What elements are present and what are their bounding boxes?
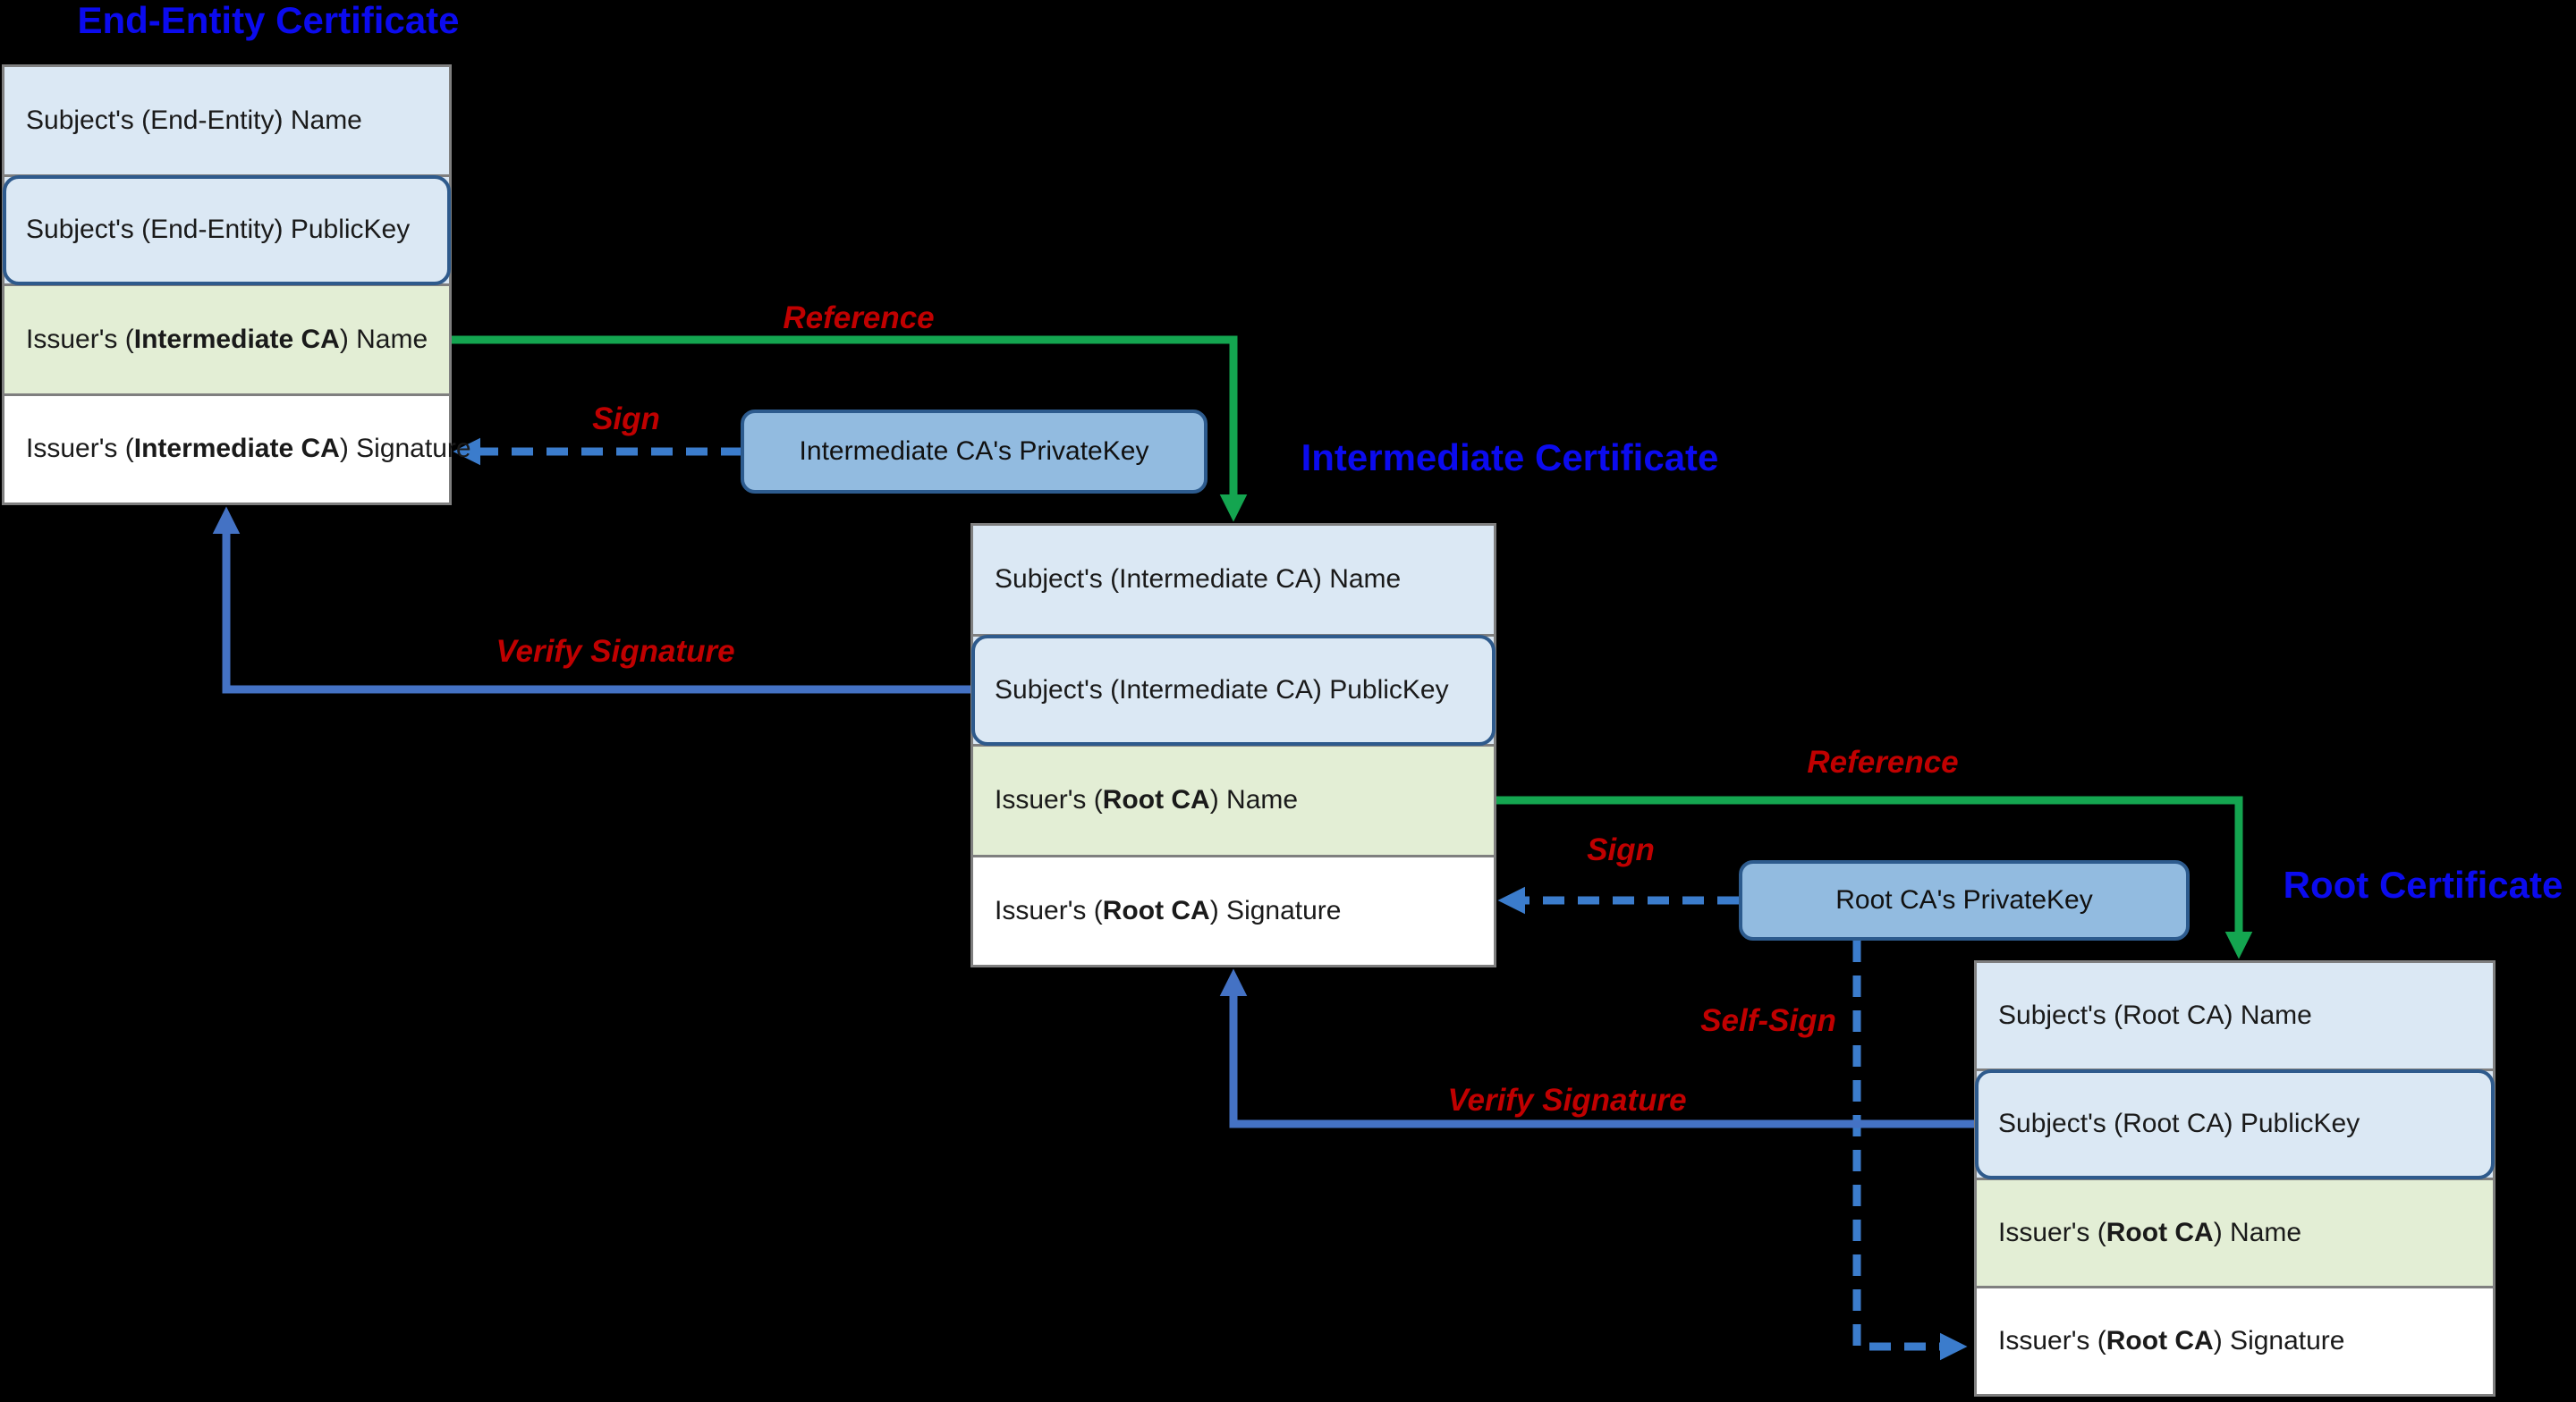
root-certificate-box: Subject's (Root CA) Name Subject's (Root… — [1974, 960, 2496, 1397]
verify-signature-label-1: Verify Signature — [496, 634, 735, 669]
row-text: ) Signature — [1209, 895, 1342, 925]
verify-signature-arrow-root-to-intermediate — [1219, 968, 1974, 1128]
row-text: ) Signature — [2213, 1325, 2345, 1356]
intermediate-subject-name-row: Subject's (Intermediate CA) Name — [973, 526, 1494, 637]
row-text: Subject's (Root CA) Name — [1998, 1001, 2312, 1031]
row-text: Issuer's ( — [995, 785, 1103, 815]
end-entity-certificate-title: End-Entity Certificate — [77, 0, 460, 41]
end-entity-subject-name-row: Subject's (End-Entity) Name — [4, 67, 449, 177]
row-text: Subject's (End-Entity) PublicKey — [26, 215, 411, 245]
root-subject-publickey-row: Subject's (Root CA) PublicKey — [1975, 1069, 2495, 1180]
row-text-bold: Root CA — [2106, 1325, 2214, 1356]
row-text: Issuer's ( — [1998, 1325, 2106, 1356]
reference-arrow-endentity-to-intermediate — [452, 335, 1248, 522]
intermediate-issuer-signature-row: Issuer's (Root CA) Signature — [973, 857, 1494, 965]
row-text-bold: Root CA — [2106, 1217, 2214, 1247]
row-text: Issuer's ( — [26, 324, 134, 354]
row-text: Issuer's ( — [995, 895, 1103, 925]
root-issuer-name-row: Issuer's (Root CA) Name — [1977, 1179, 2493, 1288]
self-sign-arrow — [1852, 941, 1968, 1361]
intermediate-subject-publickey-row: Subject's (Intermediate CA) PublicKey — [971, 634, 1496, 747]
row-text-bold: Root CA — [1102, 785, 1210, 815]
sign-label-2: Sign — [1587, 832, 1655, 867]
row-text: ) Signature — [339, 434, 471, 464]
root-subject-name-row: Subject's (Root CA) Name — [1977, 963, 2493, 1072]
intermediate-ca-privatekey-box: Intermediate CA's PrivateKey — [741, 410, 1208, 494]
root-ca-privatekey-box: Root CA's PrivateKey — [1739, 860, 2190, 941]
row-text: ) Name — [339, 324, 428, 354]
row-text: Issuer's ( — [1998, 1217, 2106, 1247]
end-entity-issuer-signature-row: Issuer's (Intermediate CA) Signature — [4, 395, 471, 503]
row-text: Subject's (Intermediate CA) Name — [995, 564, 1402, 595]
row-text-bold: Intermediate CA — [133, 434, 340, 464]
reference-label-1: Reference — [783, 300, 935, 335]
verify-signature-label-2: Verify Signature — [1447, 1083, 1687, 1118]
end-entity-issuer-name-row: Issuer's (Intermediate CA) Name — [4, 286, 449, 396]
verify-signature-arrow-intermediate-to-endentity — [212, 506, 970, 694]
row-text-bold: Root CA — [1102, 895, 1210, 925]
intermediate-certificate-title: Intermediate Certificate — [1301, 436, 1719, 478]
reference-label-2: Reference — [1807, 745, 1959, 780]
row-text: Issuer's ( — [26, 434, 134, 464]
row-text: Subject's (Root CA) PublicKey — [1998, 1109, 2360, 1139]
end-entity-subject-publickey-row: Subject's (End-Entity) PublicKey — [3, 174, 451, 286]
row-text-bold: Intermediate CA — [133, 324, 340, 354]
root-issuer-signature-row: Issuer's (Root CA) Signature — [1977, 1288, 2493, 1394]
end-entity-certificate-box: Subject's (End-Entity) Name Subject's (E… — [2, 64, 471, 505]
sign-label-1: Sign — [592, 401, 660, 436]
self-sign-label: Self-Sign — [1700, 1003, 1836, 1038]
intermediate-certificate-box: Subject's (Intermediate CA) Name Subject… — [970, 523, 1496, 967]
row-text: Subject's (Intermediate CA) PublicKey — [995, 674, 1449, 705]
intermediate-issuer-name-row: Issuer's (Root CA) Name — [973, 747, 1494, 857]
row-text: Subject's (End-Entity) Name — [26, 105, 362, 135]
reference-arrow-intermediate-to-root — [1496, 796, 2253, 959]
row-text: ) Name — [2213, 1217, 2302, 1247]
root-certificate-title: Root Certificate — [2283, 864, 2563, 906]
row-text: ) Name — [1209, 785, 1299, 815]
